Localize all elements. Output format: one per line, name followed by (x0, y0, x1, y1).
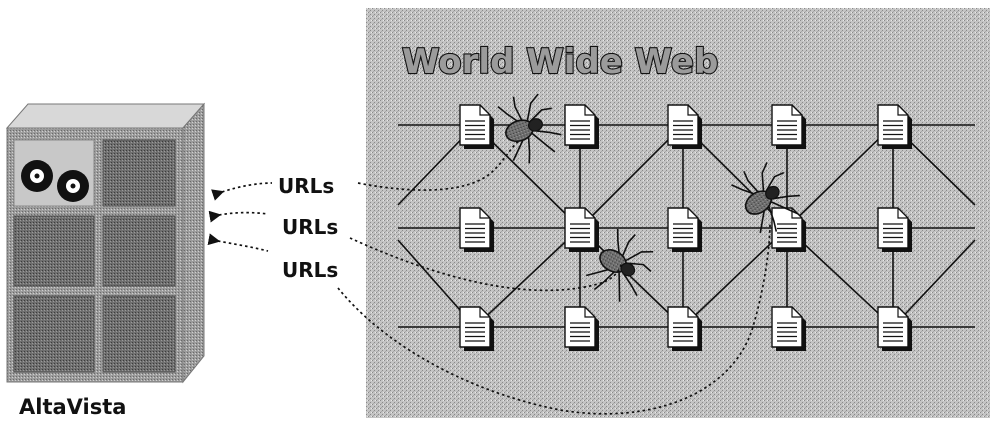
document-icon (459, 306, 494, 351)
document-icon (667, 306, 702, 351)
web-document-nodes (459, 104, 912, 351)
document-icon (877, 207, 912, 252)
web-panel: World Wide Web (366, 8, 990, 418)
url-label-1: URLs (278, 174, 334, 198)
server-label: AltaVista (19, 395, 126, 419)
url-label-3: URLs (282, 258, 338, 282)
server-tower-icon (5, 102, 206, 384)
server-disk-icon (21, 160, 89, 202)
url-arrow-2 (208, 210, 269, 223)
document-icon (771, 306, 806, 351)
document-icon (564, 207, 599, 252)
url-arrow-3 (207, 233, 269, 252)
document-icon (771, 104, 806, 149)
url-label-2: URLs (282, 215, 338, 239)
web-title: World Wide Web (402, 42, 718, 82)
spider-icon (731, 162, 800, 234)
spider-icon (586, 229, 654, 302)
document-icon (667, 104, 702, 149)
document-icon (564, 306, 599, 351)
url-paths (207, 139, 771, 415)
document-icon (564, 104, 599, 149)
url-arrow-1 (211, 182, 273, 201)
document-icon (877, 306, 912, 351)
crawler-spiders (497, 93, 800, 302)
url-path-3 (337, 221, 771, 415)
document-icon (459, 207, 494, 252)
spider-icon (497, 93, 562, 164)
document-icon (877, 104, 912, 149)
url-path-2 (349, 237, 623, 292)
document-icon (459, 104, 494, 149)
url-path-1 (357, 139, 521, 191)
document-icon (667, 207, 702, 252)
document-icon (771, 207, 806, 252)
